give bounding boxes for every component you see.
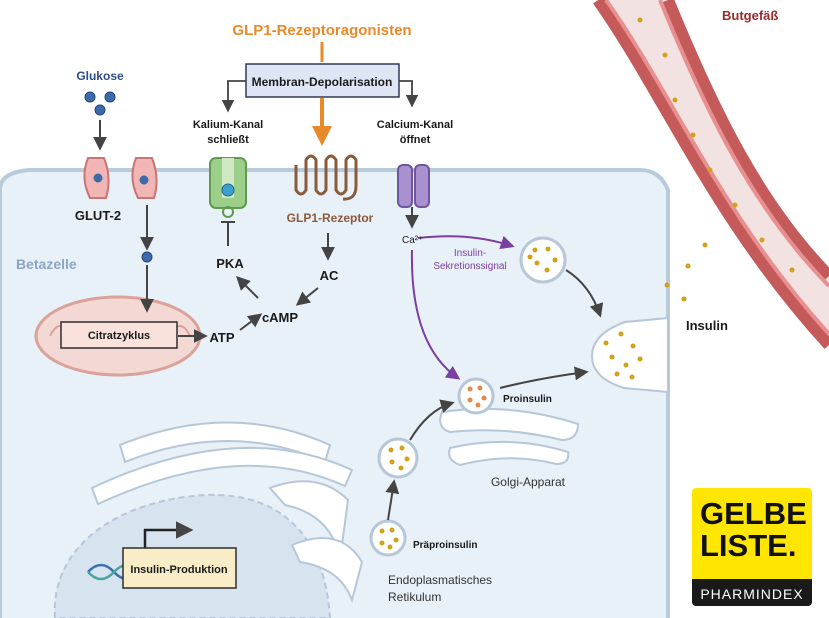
ac-to-camp-arrow — [295, 287, 319, 306]
potassium-channel-label-1: Kalium-Kanal — [193, 119, 263, 131]
er-label-1: Endoplasmatisches — [388, 573, 492, 587]
calcium-channel-icon — [397, 164, 430, 208]
secretion-signal-label-2: Sekretionssignal — [433, 261, 506, 272]
ac-label: AC — [320, 268, 339, 283]
glut2-transporter-icon — [83, 157, 158, 199]
to-potassium-arrow — [221, 80, 246, 113]
blood-vessel-label: Butgefäß — [722, 8, 778, 23]
glucose-label: Glukose — [76, 69, 124, 83]
calcium-channel-label-2: öffnet — [400, 134, 431, 146]
logo-line-2: LISTE. — [700, 528, 797, 563]
preproinsulin-vesicle — [369, 519, 407, 557]
exocytosis-insulin-dots — [603, 331, 643, 380]
potassium-channel-icon — [209, 157, 247, 218]
membrane-depolarisation-label: Membran-Depolarisation — [252, 75, 393, 89]
logo-line-1: GELBE — [700, 496, 807, 531]
exocytosis-site — [590, 316, 669, 394]
glp1-receptor-icon — [294, 154, 358, 201]
logo-bar — [692, 579, 812, 606]
secretion-signal-label-1: Insulin- — [454, 248, 486, 259]
glut2-label: GLUT-2 — [75, 208, 121, 223]
atp-to-camp-arrow — [239, 313, 263, 331]
citric-cycle-label: Citratzyklus — [88, 330, 150, 342]
to-calcium-arrow — [399, 80, 419, 108]
logo-line-3: PHARMINDEX — [700, 586, 804, 602]
pka-label: PKA — [216, 256, 244, 271]
page-title: GLP1-Rezeptoragonisten — [232, 22, 411, 39]
endoplasmic-reticulum — [90, 421, 364, 604]
golgi-label: Golgi-Apparat — [491, 475, 566, 489]
secretion-vesicle — [519, 236, 567, 284]
gelbe-liste-logo: GELBE LISTE. PHARMINDEX — [692, 488, 812, 606]
vesicle-to-exocytosis-arrow — [565, 269, 604, 318]
insulin-production-label: Insulin-Produktion — [130, 564, 227, 576]
camp-to-pka-arrow — [236, 276, 259, 299]
glucose-molecules-icon — [84, 91, 153, 263]
citric-cycle-box — [60, 321, 178, 349]
proinsulin-vesicle — [457, 377, 495, 415]
proinsulin-label: Proinsulin — [503, 394, 552, 405]
calcium-ion-label: Ca²⁺ — [402, 235, 423, 246]
secretion-signal-arrow — [417, 235, 515, 250]
golgi-apparatus — [439, 407, 580, 467]
blood-vessel — [593, 0, 829, 350]
insulin-label: Insulin — [686, 318, 728, 333]
preproinsulin-label: Präproinsulin — [413, 540, 477, 551]
glp1-receptor-label: GLP1-Rezeptor — [287, 211, 374, 225]
preproinsulin-to-transport-arrow — [385, 479, 400, 521]
calcium-to-proinsulin-arrow — [410, 249, 461, 380]
camp-label: cAMP — [262, 310, 298, 325]
insulin-production-box — [122, 547, 237, 589]
proinsulin-to-exocytosis-arrow — [499, 366, 589, 389]
atp-label: ATP — [209, 330, 234, 345]
transport-to-golgi-arrow — [409, 399, 455, 441]
beta-cell-label: Betazelle — [16, 256, 77, 272]
calcium-channel-label-1: Calcium-Kanal — [377, 119, 453, 131]
transcription-arrow-icon — [143, 521, 194, 548]
er-label-2: Retikulum — [388, 590, 441, 604]
potassium-channel-label-2: schließt — [207, 134, 249, 146]
transport-vesicle — [377, 437, 419, 479]
